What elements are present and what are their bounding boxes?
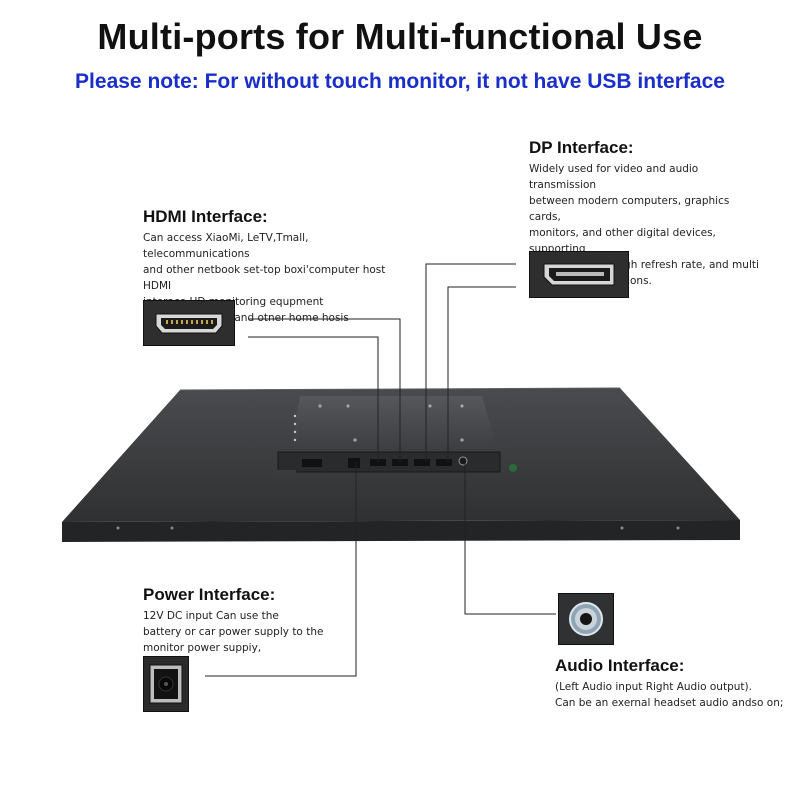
dp-title: DP Interface:	[529, 138, 634, 157]
power-title: Power Interface:	[143, 585, 276, 604]
audio-info: Audio Interface: (Left Audio input Right…	[555, 656, 795, 711]
hdmi-port-photo	[143, 300, 235, 346]
audio-title: Audio Interface:	[555, 656, 685, 675]
power-description: 12V DC input Can use the battery or car …	[143, 610, 324, 654]
audio-jack-photo	[558, 593, 614, 645]
page-title: Multi-ports for Multi-functional Use	[97, 16, 703, 57]
audio-description: (Left Audio input Right Audio output). C…	[555, 681, 784, 709]
usb-note: Please note: For without touch monitor, …	[75, 70, 725, 93]
leader-lines	[205, 263, 556, 677]
dp-port-photo	[529, 251, 629, 298]
hdmi-title: HDMI Interface:	[143, 207, 268, 226]
power-info: Power Interface: 12V DC input Can use th…	[143, 585, 343, 656]
dc-power-port-photo	[143, 656, 189, 712]
port-box	[276, 396, 517, 476]
